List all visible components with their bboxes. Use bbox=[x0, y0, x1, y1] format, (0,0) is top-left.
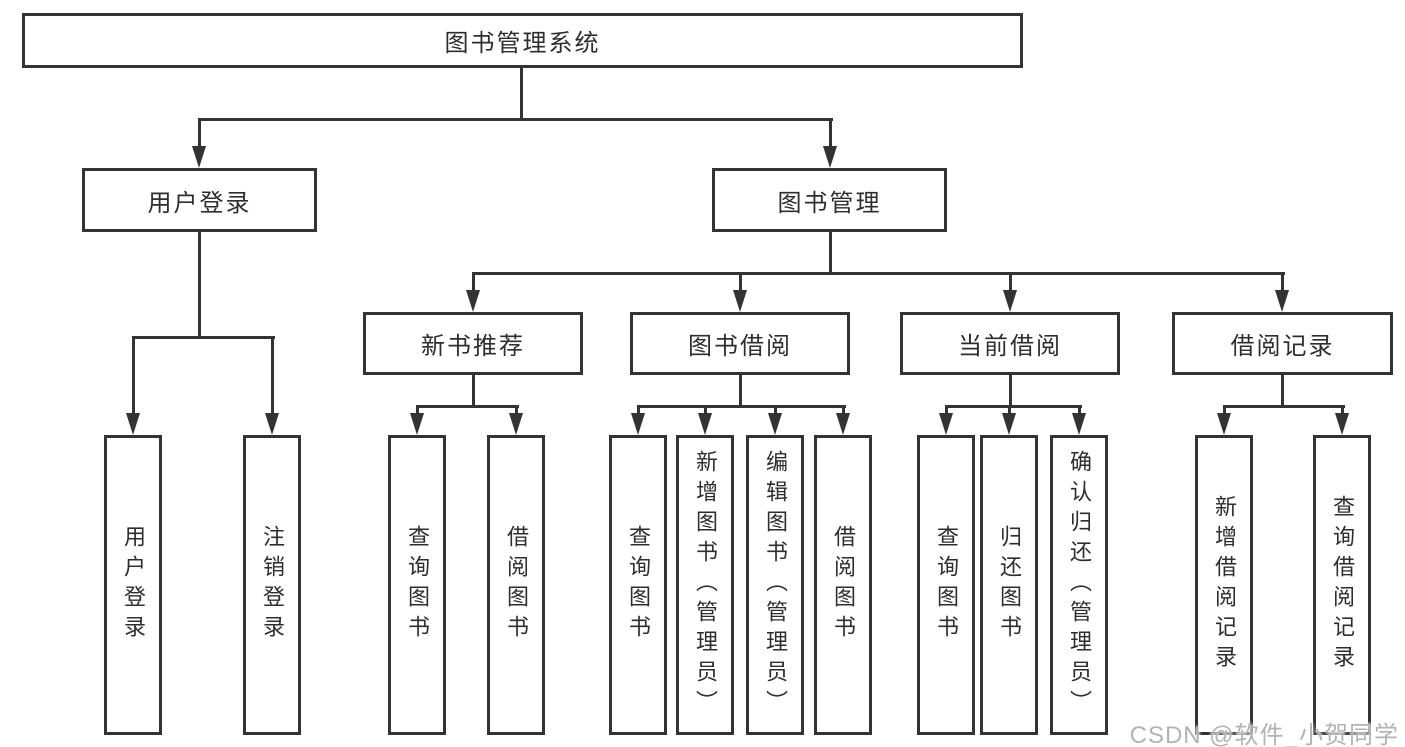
connector-line bbox=[704, 405, 707, 415]
connector-line bbox=[945, 405, 948, 415]
arrowhead-icon bbox=[631, 413, 645, 435]
connector-line bbox=[271, 336, 274, 414]
connector-line bbox=[515, 405, 518, 415]
connector-line bbox=[945, 405, 1082, 408]
connector-line bbox=[637, 405, 846, 408]
connector-line bbox=[198, 118, 201, 148]
arrowhead-icon bbox=[126, 413, 140, 435]
connector-line bbox=[774, 405, 777, 415]
arrowhead-icon bbox=[1335, 413, 1349, 435]
connector-line bbox=[1281, 272, 1284, 292]
arrowhead-icon bbox=[265, 413, 279, 435]
connector-line bbox=[132, 336, 275, 339]
connector-line bbox=[1078, 405, 1081, 415]
connector-line bbox=[829, 232, 832, 272]
leaf-logout: 注销登录 bbox=[243, 435, 301, 735]
arrowhead-icon bbox=[410, 413, 424, 435]
connector-line bbox=[132, 336, 135, 414]
connector-line bbox=[1008, 405, 1011, 415]
arrowhead-icon bbox=[509, 413, 523, 435]
leaf-add-books-admin: 新增图书（管理员） bbox=[676, 435, 734, 735]
arrowhead-icon bbox=[1003, 290, 1017, 312]
arrowhead-icon bbox=[1217, 413, 1231, 435]
connector-line bbox=[829, 118, 832, 148]
connector-line bbox=[472, 375, 475, 408]
node-current-borrow: 当前借阅 bbox=[900, 312, 1120, 375]
leaf-return-books: 归还图书 bbox=[980, 435, 1038, 735]
leaf-user-login: 用户登录 bbox=[104, 435, 162, 735]
connector-line bbox=[739, 375, 742, 408]
connector-line bbox=[1009, 375, 1012, 408]
connector-line bbox=[520, 68, 523, 118]
arrowhead-icon bbox=[1002, 413, 1016, 435]
arrowhead-icon bbox=[768, 413, 782, 435]
watermark: CSDN @软件_小贺同学 bbox=[1129, 722, 1399, 747]
arrowhead-icon bbox=[836, 413, 850, 435]
connector-line bbox=[739, 272, 742, 292]
arrowhead-icon bbox=[698, 413, 712, 435]
node-book-management: 图书管理 bbox=[712, 168, 947, 232]
connector-line bbox=[637, 405, 640, 415]
leaf-borrow-books: 借阅图书 bbox=[814, 435, 872, 735]
connector-line bbox=[416, 405, 519, 408]
node-library-system: 图书管理系统 bbox=[22, 13, 1023, 68]
leaf-edit-books-admin: 编辑图书（管理员） bbox=[746, 435, 804, 735]
arrowhead-icon bbox=[939, 413, 953, 435]
connector-line bbox=[198, 232, 201, 336]
leaf-query-books-borrow: 查询图书 bbox=[609, 435, 667, 735]
leaf-add-borrow-record: 新增借阅记录 bbox=[1195, 435, 1253, 735]
arrowhead-icon bbox=[1275, 290, 1289, 312]
connector-line bbox=[416, 405, 419, 415]
connector-line bbox=[1281, 375, 1284, 408]
leaf-query-books-recommend: 查询图书 bbox=[388, 435, 446, 735]
node-borrow-record: 借阅记录 bbox=[1172, 312, 1393, 375]
arrowhead-icon bbox=[1072, 413, 1086, 435]
arrowhead-icon bbox=[466, 290, 480, 312]
connector-line bbox=[1009, 272, 1012, 292]
connector-line bbox=[1341, 405, 1344, 415]
leaf-query-books-current: 查询图书 bbox=[917, 435, 975, 735]
connector-line bbox=[842, 405, 845, 415]
node-book-borrow: 图书借阅 bbox=[630, 312, 850, 375]
arrowhead-icon bbox=[192, 146, 206, 168]
connector-line bbox=[472, 272, 475, 292]
arrowhead-icon bbox=[733, 290, 747, 312]
leaf-confirm-return-admin: 确认归还（管理员） bbox=[1050, 435, 1108, 735]
leaf-query-borrow-record: 查询借阅记录 bbox=[1313, 435, 1371, 735]
connector-line bbox=[472, 272, 1285, 275]
leaf-borrow-books-recommend: 借阅图书 bbox=[487, 435, 545, 735]
connector-line bbox=[1223, 405, 1345, 408]
node-new-book-recommend: 新书推荐 bbox=[363, 312, 583, 375]
arrowhead-icon bbox=[823, 146, 837, 168]
connector-line bbox=[1223, 405, 1226, 415]
node-user-login-branch: 用户登录 bbox=[82, 168, 317, 232]
connector-line bbox=[198, 118, 833, 121]
